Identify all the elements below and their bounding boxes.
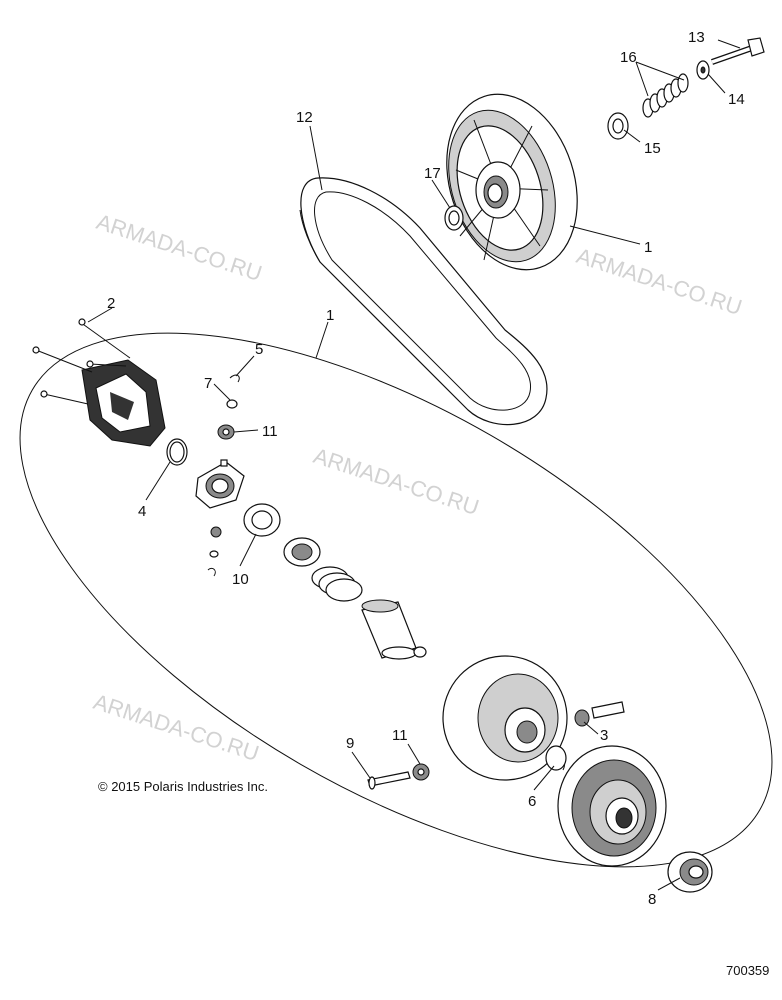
callout-11-upper: 11: [262, 423, 278, 440]
clutch-cover: [32, 318, 166, 447]
watermark: ARMADA-CO.RU: [93, 209, 265, 286]
upper-hardware: [444, 37, 765, 231]
lower-small-parts: [367, 701, 625, 790]
callout-12: 12: [296, 109, 313, 126]
center-stack: [283, 537, 427, 660]
spring: [642, 73, 689, 118]
callout-14: 14: [728, 91, 745, 108]
callout-2: 2: [107, 295, 115, 312]
callout-7: 7: [204, 375, 212, 392]
assembly-boundary-ellipse: [19, 332, 773, 868]
watermark: ARMADA-CO.RU: [90, 689, 262, 766]
callout-9: 9: [346, 735, 354, 752]
drive-belt: [299, 177, 548, 426]
callout-13: 13: [688, 29, 705, 46]
callout-11-lower: 11: [392, 727, 408, 744]
callout-8: 8: [648, 891, 656, 908]
callout-15: 15: [644, 140, 661, 157]
upper-driven-sheave: [446, 93, 578, 271]
star-washer: [243, 503, 281, 537]
watermark: ARMADA-CO.RU: [573, 243, 745, 320]
roller-hub: [195, 459, 245, 509]
callout-10: 10: [232, 571, 249, 588]
callout-5: 5: [255, 341, 263, 358]
callout-4: 4: [138, 503, 146, 520]
bearing: [667, 851, 713, 893]
callout-6: 6: [528, 793, 536, 810]
callout-1-upper: 1: [644, 239, 652, 256]
watermark: ARMADA-CO.RU: [310, 443, 482, 520]
callout-17: 17: [424, 165, 441, 182]
snap-ring: [166, 438, 188, 466]
leader-lines: [87, 39, 741, 891]
copyright-notice: © 2015 Polaris Industries Inc.: [98, 779, 268, 794]
callout-3: 3: [600, 727, 608, 744]
callout-16: 16: [620, 49, 637, 66]
movable-sheave: [442, 655, 568, 781]
callout-1-assembly: 1: [326, 307, 334, 324]
callout-labels: 13 16 14 15 17 12 1 1 2 5 7 11 4 10 9 11…: [107, 29, 745, 908]
drawing-number: 700359: [726, 963, 769, 978]
helix-sheave: [557, 745, 667, 867]
